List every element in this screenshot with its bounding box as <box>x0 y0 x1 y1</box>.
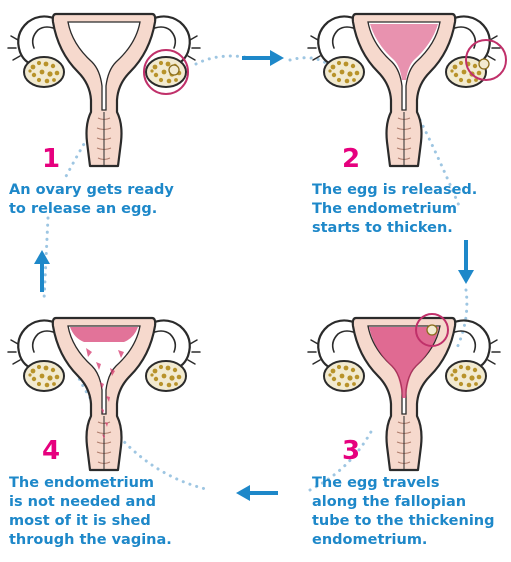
ovary-icon <box>24 361 64 391</box>
uterus-icon <box>308 314 500 470</box>
ovary-icon <box>24 57 64 87</box>
uterus-icon <box>8 318 200 470</box>
arrow-down-icon <box>458 240 474 284</box>
arrow-up-icon <box>34 250 50 292</box>
step-4-number: 4 <box>42 438 60 464</box>
step-4-caption: The endometrium is not needed and most o… <box>9 474 172 550</box>
arrow-left-icon <box>236 485 278 501</box>
egg-icon <box>427 325 437 335</box>
ovary-icon <box>446 361 486 391</box>
egg-icon <box>479 59 489 69</box>
uterus-icon <box>308 14 506 166</box>
step-1-number: 1 <box>42 146 60 172</box>
step-2-number: 2 <box>342 146 360 172</box>
step-3-number: 3 <box>342 438 360 464</box>
step-3-caption: The egg travels along the fallopian tube… <box>312 474 495 550</box>
ovary-icon <box>324 57 364 87</box>
ovary-icon <box>324 361 364 391</box>
ovary-icon <box>146 57 186 87</box>
egg-icon <box>169 65 179 75</box>
step-1-caption: An ovary gets ready to release an egg. <box>9 181 174 219</box>
uterus-icon <box>8 14 200 166</box>
ovary-icon <box>146 361 186 391</box>
arrow-right-icon <box>242 50 284 66</box>
step-2-caption: The egg is released. The endometrium sta… <box>312 181 477 238</box>
